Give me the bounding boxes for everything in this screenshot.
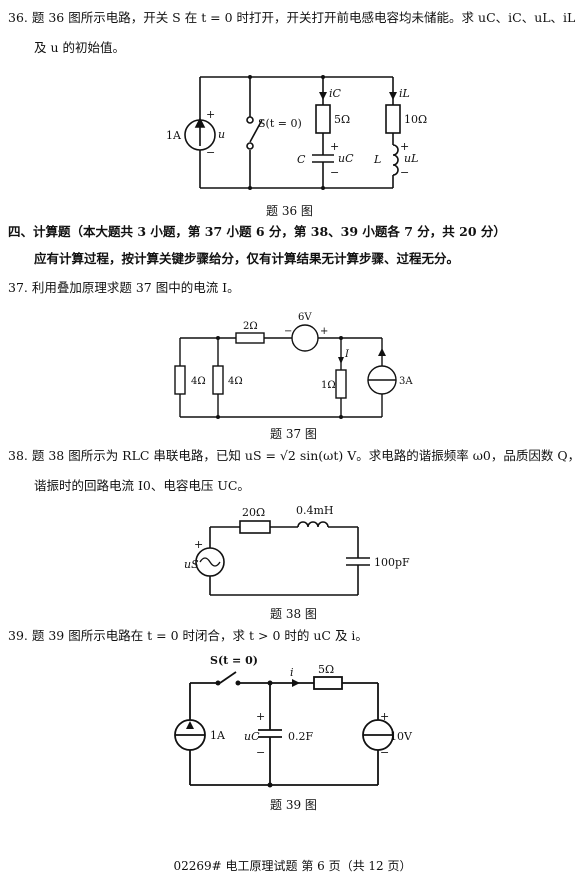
- q37-a3-label: 3A: [399, 376, 413, 387]
- section4-note: 应有计算过程，按计算关键步骤给分，仅有计算结果无计算步骤、过程无分。: [34, 251, 460, 266]
- q38-c-label: 100pF: [374, 556, 410, 569]
- q39-v10-minus: −: [380, 746, 389, 759]
- q36-ul-plus: +: [400, 140, 409, 153]
- q38-us-plus: +: [194, 538, 203, 551]
- q38-l-label: 0.4mH: [296, 504, 334, 517]
- q39-uc-plus: +: [256, 710, 265, 723]
- q37-r4a-label: 4Ω: [191, 376, 206, 387]
- q39-i-label: i: [290, 666, 294, 679]
- q37-line1: 37. 利用叠加原理求题 37 图中的电流 I。: [8, 280, 240, 295]
- q36-line1: 36. 题 36 图所示电路，开关 S 在 t = 0 时打开，开关打开前电感电…: [8, 10, 576, 25]
- figure-38: 20Ω 0.4mH uS + 100pF: [184, 504, 410, 596]
- q36-line2: 及 u 的初始值。: [34, 40, 125, 55]
- q37-i-label: I: [344, 349, 350, 360]
- q39-r5-label: 5Ω: [318, 663, 334, 676]
- q39-c-label: 0.2F: [288, 730, 313, 743]
- q37-v6-plus: +: [320, 326, 328, 337]
- q36-ic-label: iC: [329, 87, 342, 100]
- q36-u-plus: +: [206, 108, 215, 121]
- q37-v6-label: 6V: [298, 312, 312, 323]
- q39-uc-minus: −: [256, 746, 265, 759]
- figure-36: 1A u + − S(t = 0) iC 5Ω C + uC − iL 10Ω …: [166, 75, 427, 190]
- page-footer: 02269# 电工原理试题 第 6 页（共 12 页）: [173, 859, 412, 873]
- q39-uc-label: uC: [244, 730, 260, 743]
- q37-r2-label: 2Ω: [243, 321, 258, 332]
- q36-uc-label: uC: [338, 152, 354, 165]
- q36-l-label: L: [373, 153, 381, 166]
- q37-caption: 题 37 图: [270, 427, 317, 441]
- q39-line1: 39. 题 39 图所示电路在 t = 0 时闭合，求 t > 0 时的 uC …: [8, 628, 368, 643]
- q38-line1: 38. 题 38 图所示为 RLC 串联电路，已知 uS = √2 sin(ωt…: [8, 448, 581, 463]
- q36-r5-label: 5Ω: [334, 113, 350, 126]
- q39-caption: 题 39 图: [270, 798, 317, 812]
- q39-v10-label: 10V: [390, 730, 413, 743]
- q36-caption: 题 36 图: [266, 204, 313, 218]
- q38-caption: 题 38 图: [270, 607, 317, 621]
- q36-r10-label: 10Ω: [404, 113, 427, 126]
- q36-u-minus: −: [206, 146, 215, 159]
- q36-ul-minus: −: [400, 166, 409, 179]
- q36-il-label: iL: [399, 87, 410, 100]
- q36-c-label: C: [297, 153, 306, 166]
- q36-source-label: 1A: [166, 129, 182, 142]
- figure-39: S(t = 0) i 5Ω 1A + uC − 0.2F + 10V −: [174, 654, 413, 788]
- q36-uc-plus: +: [330, 140, 339, 153]
- figure-37: 2Ω 6V − + I 4Ω 4Ω 1Ω 3A: [174, 312, 413, 419]
- q36-u-label: u: [218, 128, 225, 141]
- q38-r20-label: 20Ω: [242, 506, 265, 519]
- q38-us-label: uS: [184, 558, 199, 571]
- q37-r4b-label: 4Ω: [228, 376, 243, 387]
- q39-switch-label: S(t = 0): [210, 654, 258, 667]
- q39-source-label: 1A: [210, 729, 226, 742]
- q37-r1-label: 1Ω: [321, 380, 336, 391]
- q36-switch-label: S(t = 0): [258, 117, 302, 130]
- q36-uc-minus: −: [330, 166, 339, 179]
- q39-v10-plus: +: [380, 710, 389, 723]
- section4-heading: 四、计算题（本大题共 3 小题，第 37 小题 6 分，第 38、39 小题各 …: [8, 224, 506, 239]
- q37-v6-minus: −: [284, 326, 292, 337]
- q38-line2: 谐振时的回路电流 I0、电容电压 UC。: [34, 478, 250, 493]
- q36-ul-label: uL: [404, 152, 418, 165]
